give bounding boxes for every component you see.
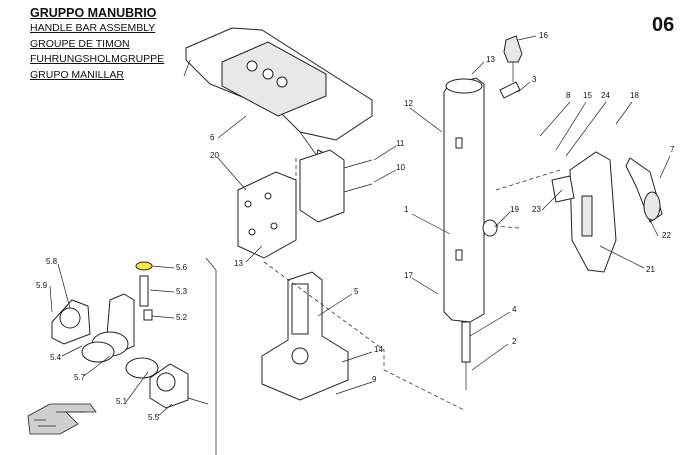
subtitle-fr: GROUPE DE TIMON (30, 37, 130, 50)
callout-10: 10 (396, 163, 405, 172)
callout-11: 11 (396, 139, 405, 148)
title-block: GRUPPO MANUBRIO HANDLE BAR ASSEMBLY GROU… (30, 6, 164, 83)
diagram-title: GRUPPO MANUBRIO (30, 6, 157, 20)
callout-5-6: 5.6 (176, 263, 188, 272)
callout-5-7: 5.7 (74, 373, 86, 382)
callout-7: 7 (670, 145, 675, 154)
callout-5-5: 5.5 (148, 413, 160, 422)
part-20-bracket (237, 171, 297, 259)
group-bracket (205, 257, 217, 455)
callout-4: 4 (512, 305, 517, 314)
callout-18: 18 (630, 91, 639, 100)
part-21-cover (551, 151, 617, 273)
callout-16: 16 (539, 31, 548, 40)
callout-2: 2 (512, 337, 517, 346)
page-number: 06 (652, 14, 675, 36)
callout-23: 23 (532, 205, 541, 214)
callout-24: 24 (601, 91, 610, 100)
callout-17: 17 (404, 271, 413, 280)
callout-15: 15 (583, 91, 592, 100)
direction-arrow (27, 403, 97, 435)
callout-5-9: 5.9 (36, 281, 48, 290)
assembly-dashes (263, 158, 561, 411)
callout-8: 8 (566, 91, 571, 100)
callout-21: 21 (646, 265, 655, 274)
callout-5-4: 5.4 (50, 353, 62, 362)
callout-5-8: 5.8 (46, 257, 58, 266)
callout-5: 5 (354, 287, 359, 296)
part-16-knob (499, 35, 523, 99)
part-5-base (261, 271, 349, 401)
callout-20: 20 (210, 151, 219, 160)
leader-lines (49, 35, 671, 417)
callout-5-3: 5.3 (176, 287, 188, 296)
callout-9: 9 (372, 375, 377, 384)
callout-19: 19 (510, 205, 519, 214)
callout-22: 22 (662, 231, 671, 240)
subtitle-de: FUHRUNGSHOLMGRUPPE (30, 53, 165, 65)
part-19-cap (482, 219, 498, 237)
callout-12: 12 (404, 99, 413, 108)
part-clamp-plate (299, 149, 373, 223)
callout-14: 14 (374, 345, 383, 354)
callout-6: 6 (210, 133, 215, 142)
callout-labels: 16 13 3 12 8 15 24 18 7 6 20 11 10 1 19 … (36, 31, 675, 422)
part-22-lever (625, 157, 663, 223)
callout-5-1: 5.1 (116, 397, 128, 406)
subtitle-es: GRUPO MANILLAR (30, 68, 124, 81)
callout-13-mid: 13 (234, 259, 243, 268)
callout-5-2: 5.2 (176, 313, 188, 322)
part-6-handle (183, 27, 373, 165)
callout-3: 3 (532, 75, 537, 84)
subassembly-5 (51, 261, 209, 409)
callout-1: 1 (404, 205, 409, 214)
callout-13-top: 13 (486, 55, 495, 64)
part-1-column (443, 77, 485, 390)
subtitle-en: HANDLE BAR ASSEMBLY (30, 22, 156, 34)
